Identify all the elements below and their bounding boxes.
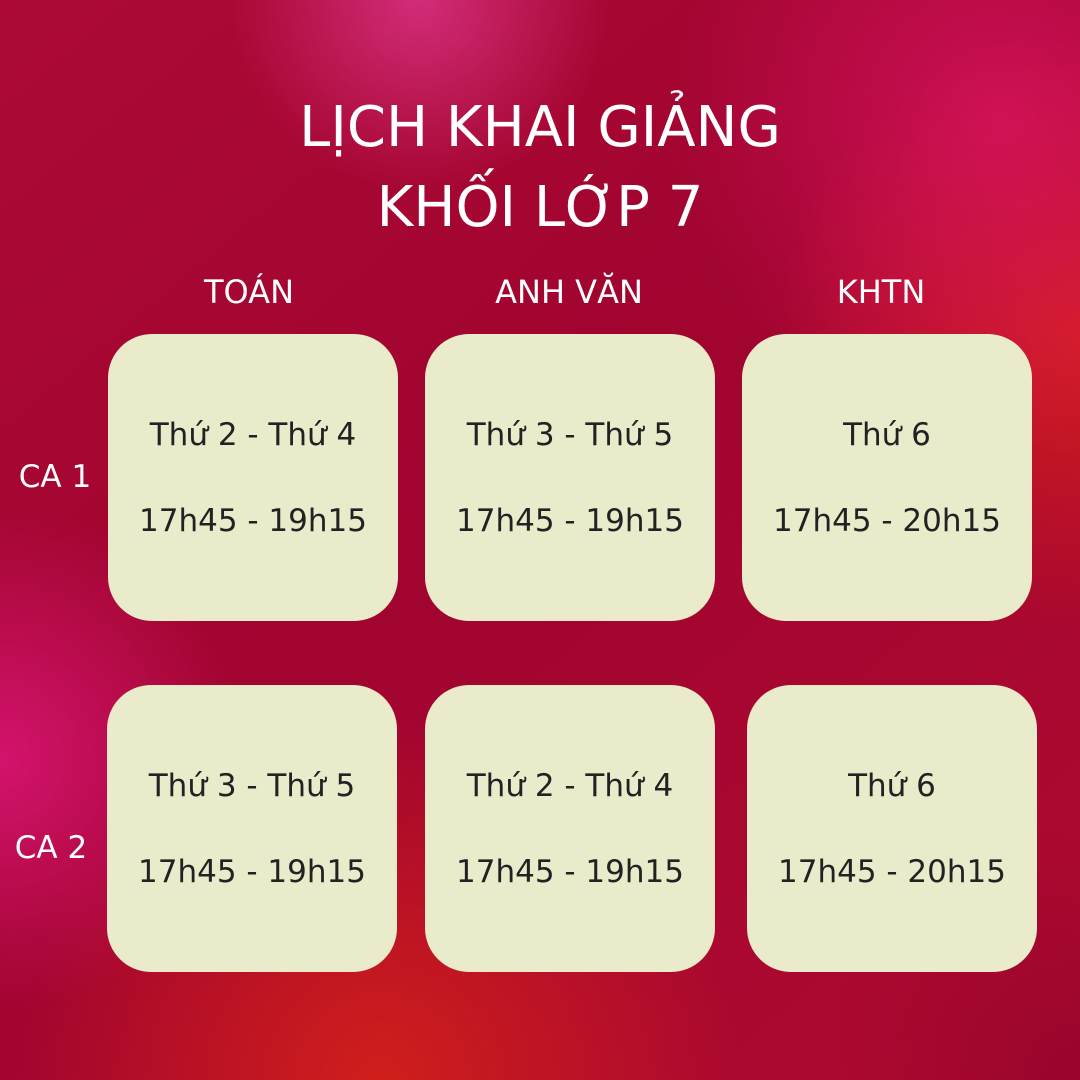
card-time: 17h45 - 19h15 (139, 503, 367, 539)
column-header-anh-van: ANH VĂN (495, 273, 643, 311)
card-days: Thứ 3 - Thứ 5 (466, 417, 674, 453)
title-line-2: KHỐI LỚP 7 (376, 175, 704, 240)
card-days: Thứ 2 - Thứ 4 (466, 768, 674, 804)
card-days: Thứ 3 - Thứ 5 (148, 768, 356, 804)
card-time: 17h45 - 19h15 (138, 854, 366, 890)
card-days: Thứ 6 (843, 417, 931, 453)
column-header-toan: TOÁN (204, 273, 294, 311)
card-time: 17h45 - 19h15 (456, 854, 684, 890)
column-header-khtn: KHTN (836, 273, 926, 311)
card-days: Thứ 2 - Thứ 4 (149, 417, 357, 453)
card-time: 17h45 - 20h15 (778, 854, 1006, 890)
schedule-card-ca1-anh-van: Thứ 3 - Thứ 5 17h45 - 19h15 (425, 334, 715, 621)
title-line-1: LỊCH KHAI GIẢNG (299, 95, 781, 160)
row-header-ca-2: CA 2 (14, 830, 88, 866)
card-time: 17h45 - 20h15 (773, 503, 1001, 539)
schedule-card-ca2-toan: Thứ 3 - Thứ 5 17h45 - 19h15 (107, 685, 397, 972)
card-days: Thứ 6 (848, 768, 936, 804)
schedule-card-ca2-khtn: Thứ 6 17h45 - 20h15 (747, 685, 1037, 972)
row-header-ca-1: CA 1 (18, 459, 92, 495)
schedule-card-ca1-khtn: Thứ 6 17h45 - 20h15 (742, 334, 1032, 621)
card-time: 17h45 - 19h15 (456, 503, 684, 539)
schedule-card-ca1-toan: Thứ 2 - Thứ 4 17h45 - 19h15 (108, 334, 398, 621)
schedule-card-ca2-anh-van: Thứ 2 - Thứ 4 17h45 - 19h15 (425, 685, 715, 972)
